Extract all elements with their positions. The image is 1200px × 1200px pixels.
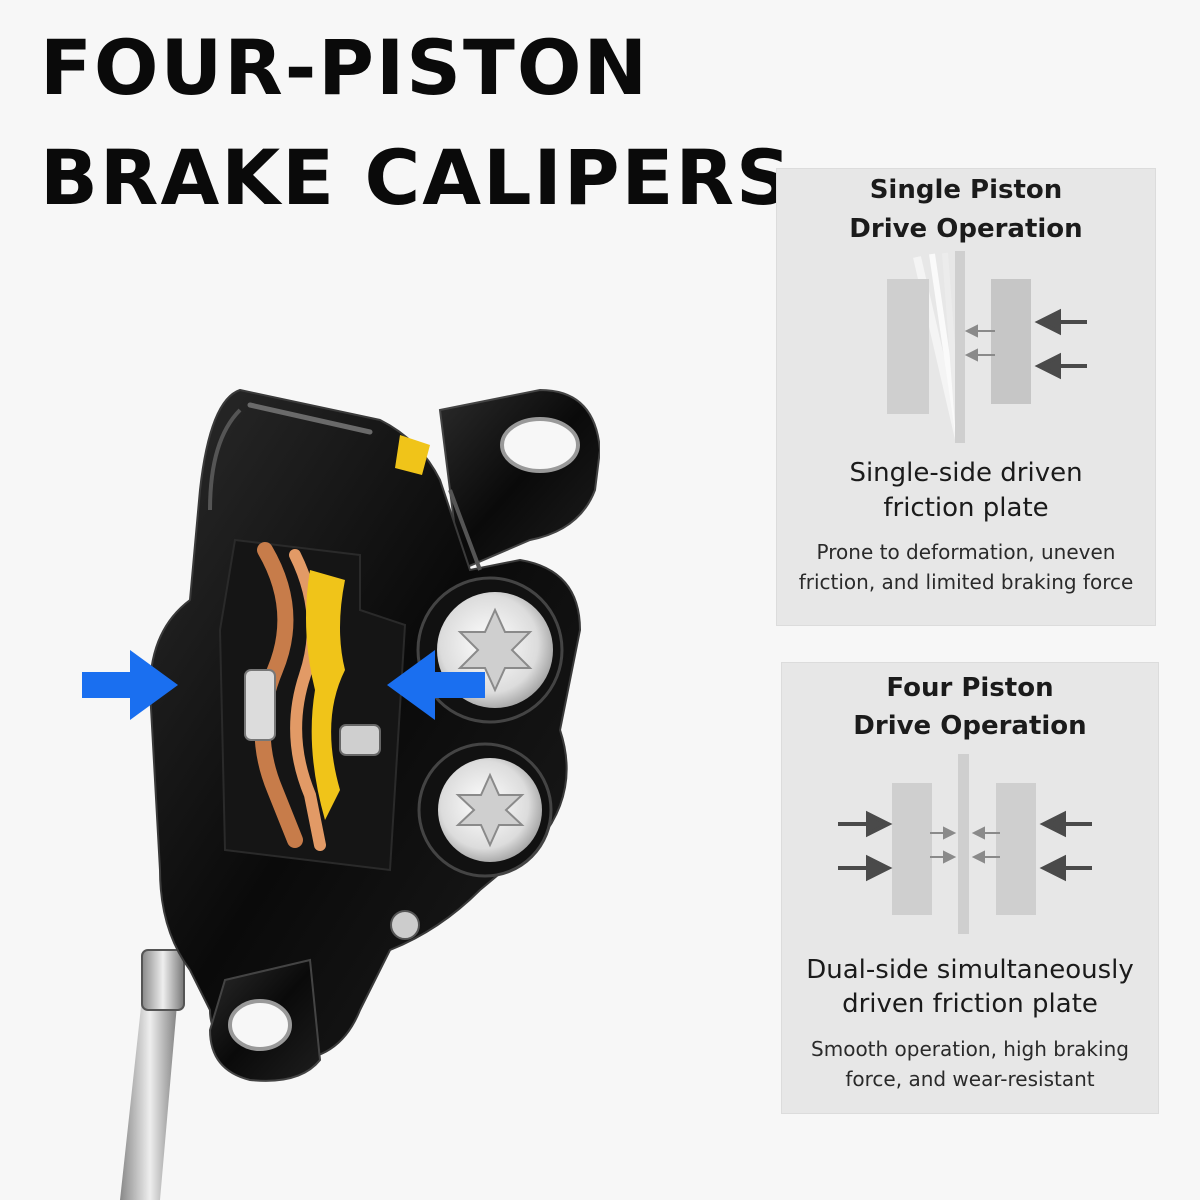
pad-pin — [244, 669, 276, 741]
force-arrow-left — [82, 650, 178, 720]
pad-right — [996, 783, 1036, 915]
rotor-disc — [958, 754, 969, 934]
brake-pad — [306, 570, 345, 820]
single-piston-panel: Single Piston Drive Operation Single-sid… — [776, 168, 1156, 626]
single-piston-subtitle-line-1: Single-side driven — [849, 458, 1083, 488]
four-piston-title-line-1: Four Piston — [886, 673, 1054, 703]
brake-caliper-illustration — [82, 388, 600, 1200]
cutaway-window — [218, 538, 407, 872]
rotor-disc — [955, 251, 965, 443]
page-title-line-1: FOUR-PISTON — [40, 23, 650, 112]
top-mounting-tab — [438, 388, 600, 572]
single-piston-title-line-1: Single Piston — [869, 175, 1063, 205]
bottom-mounting-tab — [208, 958, 322, 1082]
four-piston-subtitle-line-1: Dual-side simultaneously — [806, 955, 1134, 985]
pad-right — [991, 279, 1031, 404]
single-piston-desc-line-1: Prone to deformation, uneven — [816, 540, 1116, 564]
single-piston-desc-line-2: friction, and limited braking force — [798, 570, 1134, 594]
single-piston-subtitle-line-2: friction plate — [883, 493, 1049, 523]
piston-bolt-upper — [416, 576, 564, 724]
brake-hose — [120, 949, 185, 1200]
four-piston-panel: Four Piston Drive Operation Dual-side si… — [781, 662, 1159, 1114]
four-piston-subtitle-line-2: driven friction plate — [842, 989, 1098, 1019]
piston-bolt-lower — [417, 742, 553, 878]
pad-left — [887, 279, 929, 414]
four-piston-desc-line-2: force, and wear-resistant — [845, 1067, 1095, 1091]
pad-left — [892, 783, 932, 915]
force-arrow-right — [387, 650, 485, 720]
single-piston-diagram — [887, 251, 1087, 443]
friction-plate-left — [254, 542, 303, 848]
four-piston-title-line-2: Drive Operation — [853, 711, 1087, 741]
four-piston-desc-line-1: Smooth operation, high braking — [811, 1037, 1129, 1061]
four-piston-diagram — [838, 754, 1092, 934]
single-piston-title-line-2: Drive Operation — [849, 214, 1083, 244]
page-title-line-2: BRAKE CALIPERS — [40, 133, 793, 222]
